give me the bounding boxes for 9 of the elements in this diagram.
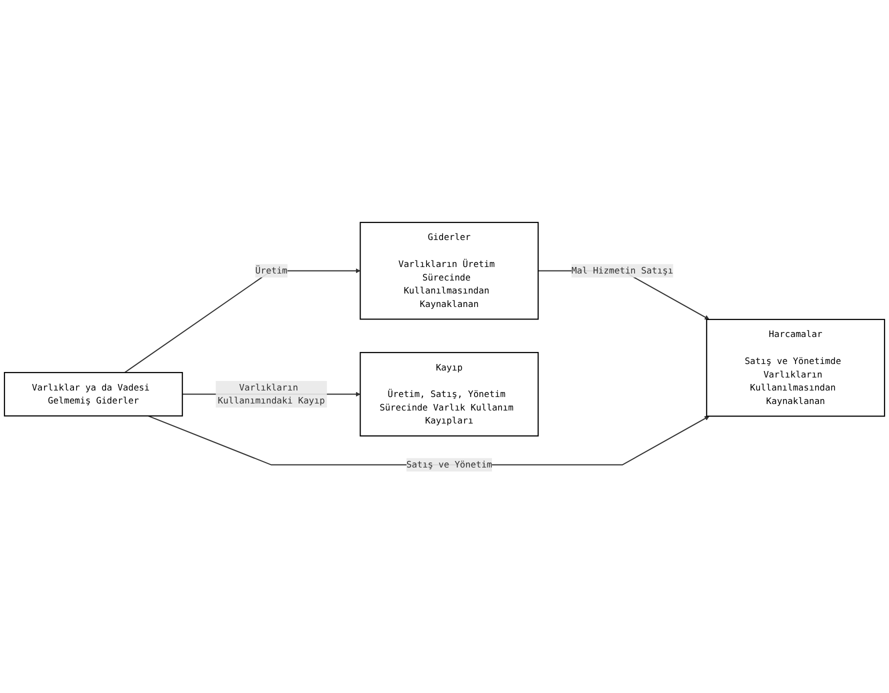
- edge-label: Satış ve Yönetim: [406, 458, 492, 470]
- edge-label: Mal Hizmetin Satışı: [572, 264, 674, 276]
- node-box: Harcamalar Satış ve Yönetimde Varlıkların Kullanılmasından Kaynaklanan: [706, 318, 886, 416]
- edge-label: Üretim: [255, 264, 288, 276]
- arrow: [124, 268, 360, 373]
- node-box: Giderler Varlıkların Üretim Sürecinde Kullanılmasından Kaynaklanan: [360, 221, 539, 320]
- edge-label: Varlıkların Kullanımındaki Kayıp: [218, 382, 325, 406]
- node-box: Kayıp Üretim, Satış, Yönetim Sürecinde Varlık Kullanım Kayıpları: [360, 352, 539, 436]
- node-box: Varlıklar ya da Vadesi Gelmemiş Giderler: [4, 372, 183, 416]
